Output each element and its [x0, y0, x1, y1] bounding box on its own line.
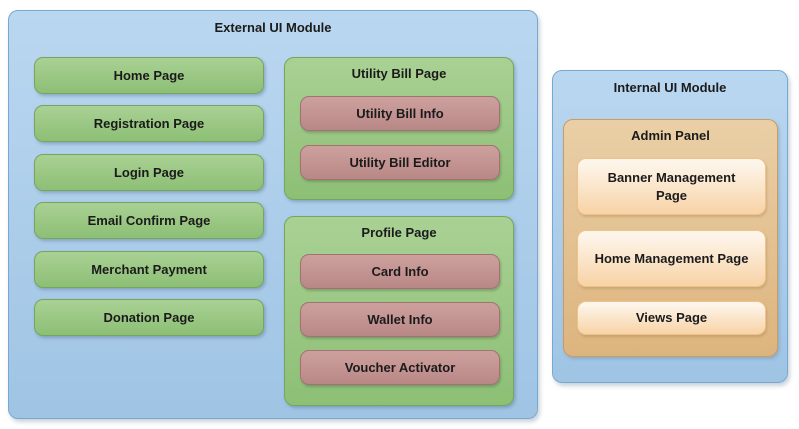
internal-ui-module-title: Internal UI Module	[613, 80, 727, 95]
node-banner-management-page-label: Banner Management Page	[607, 169, 736, 203]
node-wallet-info: Wallet Info	[300, 302, 500, 337]
node-banner-management-page: Banner Management Page	[577, 158, 766, 215]
node-registration-page: Registration Page	[34, 105, 264, 142]
node-email-confirm-page: Email Confirm Page	[34, 202, 264, 239]
group-admin-panel: Admin Panel Banner Management Page Home …	[563, 119, 778, 357]
node-utility-bill-info: Utility Bill Info	[300, 96, 500, 131]
node-voucher-activator: Voucher Activator	[300, 350, 500, 385]
node-views-page: Views Page	[577, 301, 766, 335]
group-utility-bill-page: Utility Bill Page Utility Bill Info Util…	[284, 57, 514, 200]
group-profile-page: Profile Page Card Info Wallet Info Vouch…	[284, 216, 514, 406]
external-ui-module: External UI Module Home Page Registratio…	[8, 10, 538, 419]
node-home-management-page-label: Home Management Page	[594, 250, 749, 266]
external-ui-module-title: External UI Module	[214, 20, 332, 35]
node-utility-bill-editor: Utility Bill Editor	[300, 145, 500, 180]
node-card-info: Card Info	[300, 254, 500, 289]
node-donation-page: Donation Page	[34, 299, 264, 336]
internal-ui-module: Internal UI Module Admin Panel Banner Ma…	[552, 70, 788, 383]
node-login-page: Login Page	[34, 154, 264, 191]
group-admin-panel-title: Admin Panel	[631, 128, 710, 143]
node-merchant-payment: Merchant Payment	[34, 251, 264, 288]
group-profile-page-title: Profile Page	[361, 225, 437, 240]
node-home-page: Home Page	[34, 57, 264, 94]
node-home-management-page: Home Management Page	[577, 230, 766, 287]
group-utility-bill-page-title: Utility Bill Page	[351, 66, 447, 81]
node-views-page-label: Views Page	[635, 310, 708, 326]
